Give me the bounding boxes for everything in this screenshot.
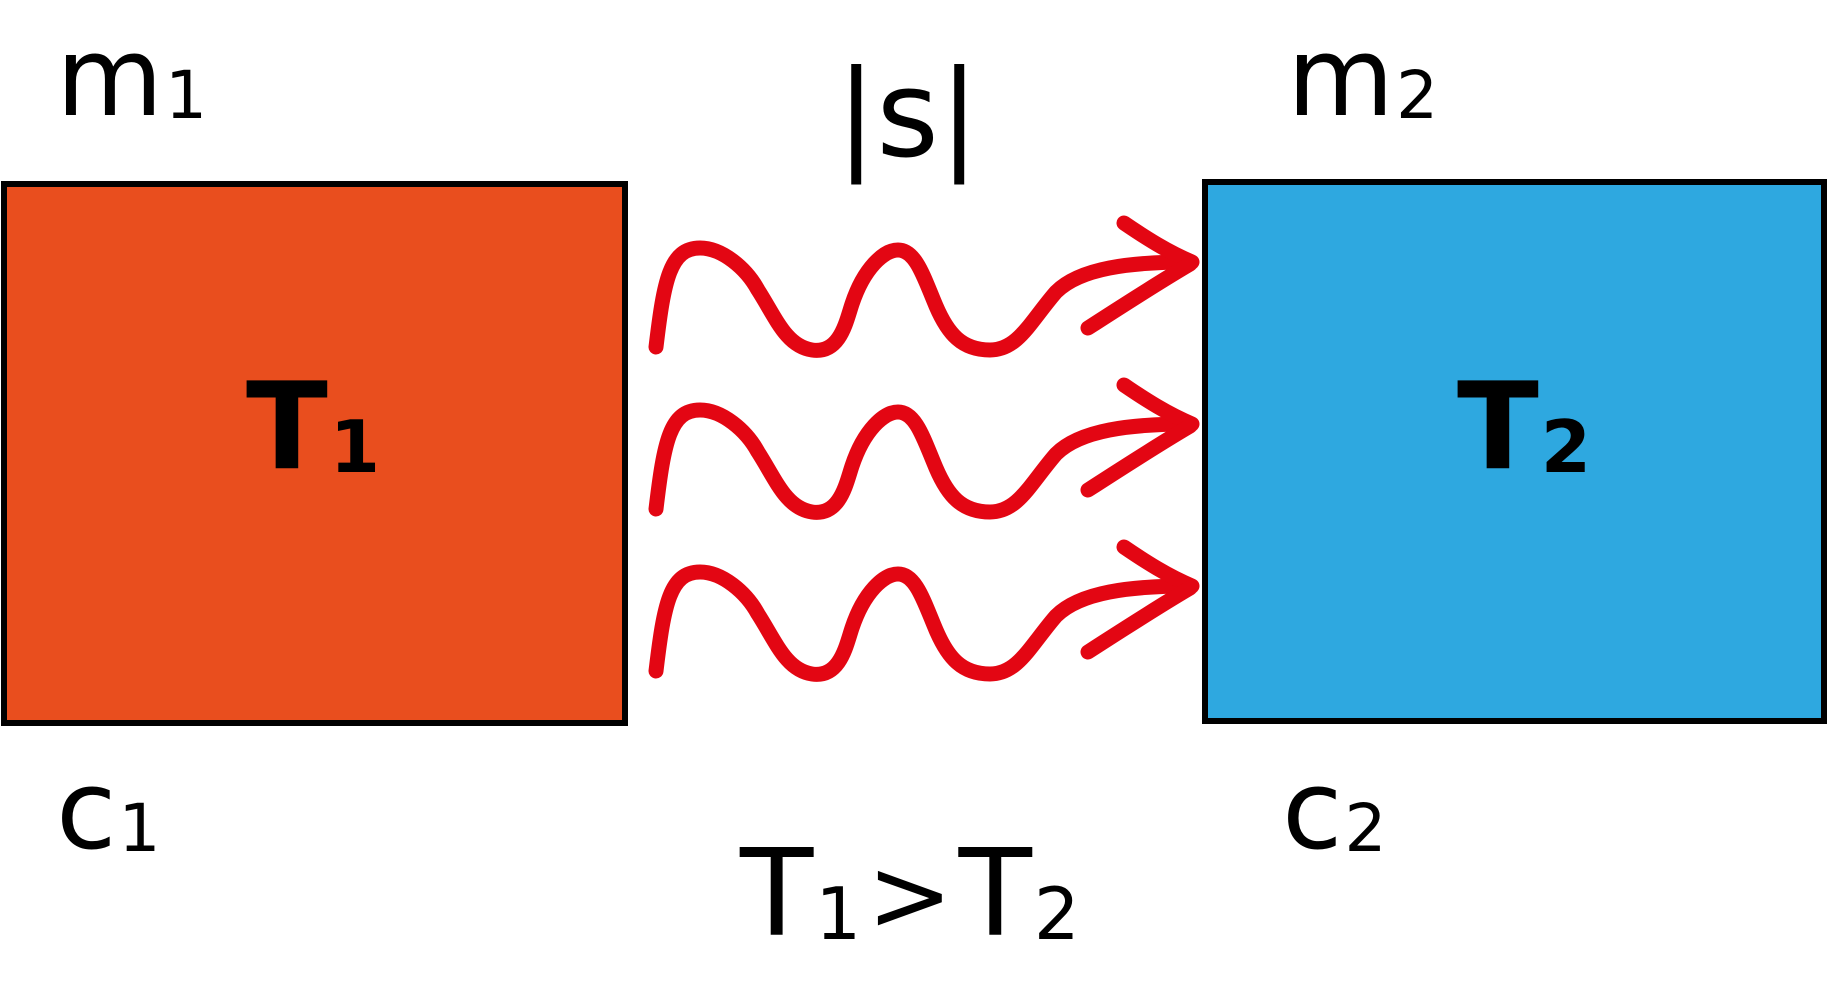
relation-operator: >: [867, 835, 953, 955]
temperature-1-symbol: T: [246, 358, 328, 497]
temperature-1-label: T1: [246, 368, 380, 488]
temperature-1-index: 1: [329, 404, 380, 489]
radiation-wave: [648, 402, 1198, 520]
radiation-arrowhead: [1116, 215, 1200, 270]
mass-2-label: m2: [1287, 22, 1438, 132]
radiation-arrowhead: [1080, 256, 1198, 336]
heat-capacity-1-label: c1: [56, 755, 160, 865]
relation-right-index: 2: [1033, 871, 1080, 956]
radiation-arrowhead: [1080, 418, 1198, 498]
medium-label: |s|: [836, 46, 980, 185]
relation-left-index: 1: [815, 871, 862, 956]
radiation-arrowhead: [1116, 539, 1200, 594]
radiation-arrowhead: [1116, 377, 1200, 432]
mass-1-symbol: m: [56, 13, 164, 141]
mass-1-label: m1: [56, 22, 207, 132]
relation-right-symbol: T: [958, 825, 1032, 964]
temperature-2-label: T2: [1457, 368, 1591, 488]
hot-body-box: [1, 181, 628, 726]
heat-capacity-2-symbol: c: [1282, 746, 1343, 874]
temperature-relation: T1>T2: [740, 835, 1080, 955]
radiation-arrow: [648, 539, 1200, 682]
radiation-arrow: [648, 215, 1200, 358]
radiation-wave: [648, 564, 1198, 682]
temperature-2-symbol: T: [1457, 358, 1539, 497]
relation-left-symbol: T: [740, 825, 814, 964]
radiation-arrowhead: [1080, 580, 1198, 660]
heat-capacity-2-index: 2: [1344, 790, 1387, 868]
heat-capacity-2-label: c2: [1282, 755, 1386, 865]
heat-capacity-1-symbol: c: [56, 746, 117, 874]
mass-1-index: 1: [165, 57, 208, 135]
radiation-wave: [648, 240, 1198, 358]
cold-body-box: [1202, 179, 1827, 724]
mass-2-symbol: m: [1287, 13, 1395, 141]
radiation-arrow: [648, 377, 1200, 520]
heat-capacity-1-index: 1: [118, 790, 161, 868]
temperature-2-index: 2: [1540, 404, 1591, 489]
mass-2-index: 2: [1396, 57, 1439, 135]
